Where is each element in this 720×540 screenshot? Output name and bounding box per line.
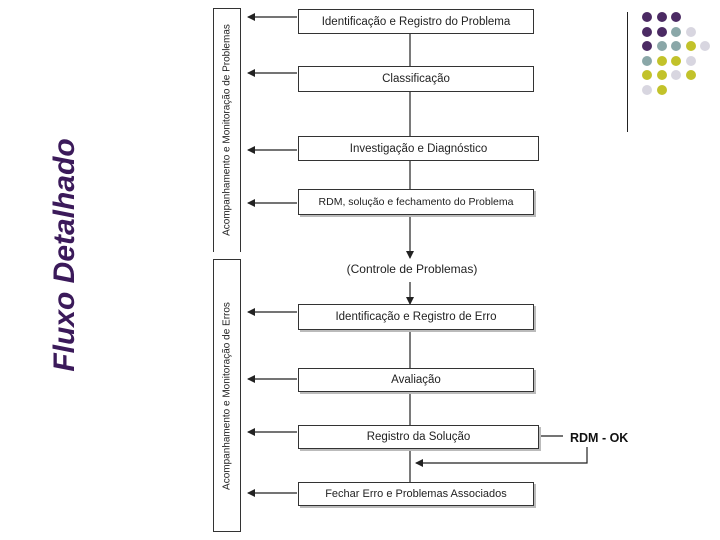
step-rdm-solution-label: RDM, solução e fechamento do Problema	[318, 196, 514, 208]
step-error-identification: Identificação e Registro de Erro	[298, 304, 534, 330]
decorative-dot	[671, 12, 681, 22]
decorative-dot	[685, 26, 696, 37]
decorative-dot	[656, 26, 667, 37]
decorative-dot	[642, 41, 652, 51]
decorative-dot	[642, 70, 652, 80]
decorative-dot	[671, 26, 681, 37]
step-close-error-label: Fechar Erro e Problemas Associados	[325, 488, 507, 500]
decorative-dot	[656, 55, 667, 66]
step-error-identification-label: Identificação e Registro de Erro	[335, 311, 497, 323]
decorative-dot	[685, 55, 696, 66]
step-classification-label: Classificação	[382, 73, 450, 85]
rdm-ok-label: RDM - OK	[570, 431, 629, 445]
decorative-dot	[685, 70, 696, 80]
error-monitoring-frame	[213, 259, 241, 532]
step-evaluation: Avaliação	[298, 368, 534, 392]
decorative-dot	[700, 41, 710, 51]
controle-label: (Controle de Problemas)	[346, 262, 478, 276]
decorative-dot	[656, 84, 667, 95]
decorative-dot	[685, 41, 696, 51]
decorative-dot	[656, 70, 667, 80]
step-problem-identification-label: Identificação e Registro do Problema	[321, 15, 511, 28]
problem-monitoring-frame	[213, 8, 241, 252]
step-investigation-label: Investigação e Diagnóstico	[349, 142, 488, 155]
decorative-dot	[642, 55, 652, 66]
decorative-dot	[671, 41, 681, 51]
step-evaluation-label: Avaliação	[391, 374, 441, 386]
step-investigation: Investigação e Diagnóstico	[298, 136, 539, 161]
decorative-dot	[656, 12, 667, 22]
step-solution-registry-label: Registro da Solução	[366, 431, 471, 443]
decorative-dot	[642, 26, 652, 37]
decorative-dot	[642, 84, 652, 95]
decorative-dot	[656, 41, 667, 51]
rdm-connector-back	[415, 447, 588, 467]
step-solution-registry: Registro da Solução	[298, 425, 539, 449]
decorative-dot	[642, 12, 652, 22]
step-classification: Classificação	[298, 66, 534, 92]
step-rdm-solution: RDM, solução e fechamento do Problema	[298, 189, 534, 215]
decorative-dot	[671, 55, 681, 66]
decorative-divider-line	[627, 12, 628, 132]
step-problem-identification: Identificação e Registro do Problema	[298, 9, 534, 34]
decorative-dot	[671, 70, 681, 80]
step-close-error: Fechar Erro e Problemas Associados	[298, 482, 534, 506]
